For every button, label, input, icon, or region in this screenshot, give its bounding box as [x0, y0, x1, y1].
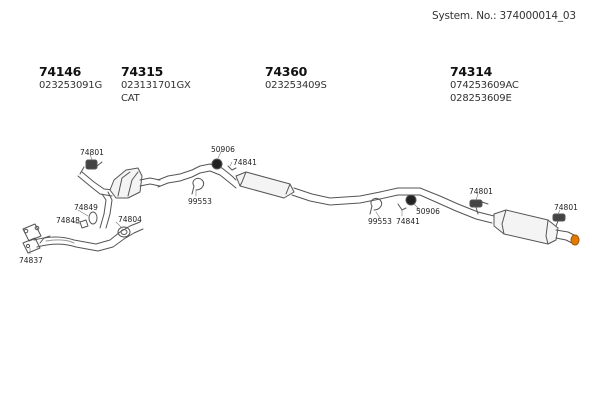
callout-50906-rear: 50906 [416, 207, 440, 216]
gasket-74848 [79, 219, 89, 229]
oem-number-middle-silencer: 023253409S [265, 80, 327, 91]
leader-lines [29, 149, 561, 255]
callout-74849: 74849 [74, 203, 98, 212]
rear-pipe [291, 187, 495, 224]
tailpipe [555, 229, 580, 246]
callout-74848: 74848 [56, 216, 80, 225]
system-number: System. No.: 374000014_03 [432, 10, 576, 22]
callout-99553-rear: 99553 [368, 217, 392, 226]
clamp-99553-front [191, 177, 205, 195]
oem-number-rear-silencer-1: 074253609AC [450, 80, 519, 91]
part-number-middle-silencer: 74360 [265, 64, 307, 79]
rear-silencer [493, 209, 559, 245]
front-pipe [33, 221, 144, 252]
part-number-front-pipe: 74146 [39, 64, 81, 79]
callout-74837: 74837 [19, 256, 43, 265]
callout-74841-rear: 74841 [396, 217, 420, 226]
seal-ring-50906-front [211, 158, 223, 170]
catalytic-converter [109, 167, 161, 199]
manifold-flange [22, 223, 42, 254]
callout-50906-front: 50906 [211, 145, 235, 154]
gasket-74849 [88, 211, 98, 225]
spring-74841-rear [397, 203, 407, 211]
oem-number-front-pipe: 023253091G [39, 80, 103, 91]
rubber-hanger-74801-rear [552, 213, 566, 227]
rubber-hanger-74801-mid [469, 199, 489, 215]
callout-74801-front: 74801 [80, 148, 104, 157]
callout-74804: 74804 [118, 215, 142, 224]
intermediate-pipe [157, 163, 237, 189]
seal-ring-50906-rear [405, 194, 417, 206]
part-number-rear-silencer: 74314 [450, 64, 492, 79]
part-number-catalytic-converter: 74315 [121, 64, 163, 79]
spring-74841-front [227, 165, 237, 171]
clamp-99553-rear [369, 197, 383, 215]
callout-99553-front: 99553 [188, 197, 212, 206]
middle-silencer [235, 171, 295, 199]
cat-label: CAT [121, 93, 140, 104]
callout-74801-rear: 74801 [554, 203, 578, 212]
callout-74801-mid: 74801 [469, 187, 493, 196]
oem-number-rear-silencer-2: 028253609E [450, 93, 512, 104]
rubber-hanger-74801-front [79, 159, 103, 175]
callout-74841-front: 74841 [233, 158, 257, 167]
flex-branch [77, 171, 115, 229]
clamp-74804 [117, 226, 131, 238]
oem-number-catalytic-converter: 023131701GX [121, 80, 191, 91]
